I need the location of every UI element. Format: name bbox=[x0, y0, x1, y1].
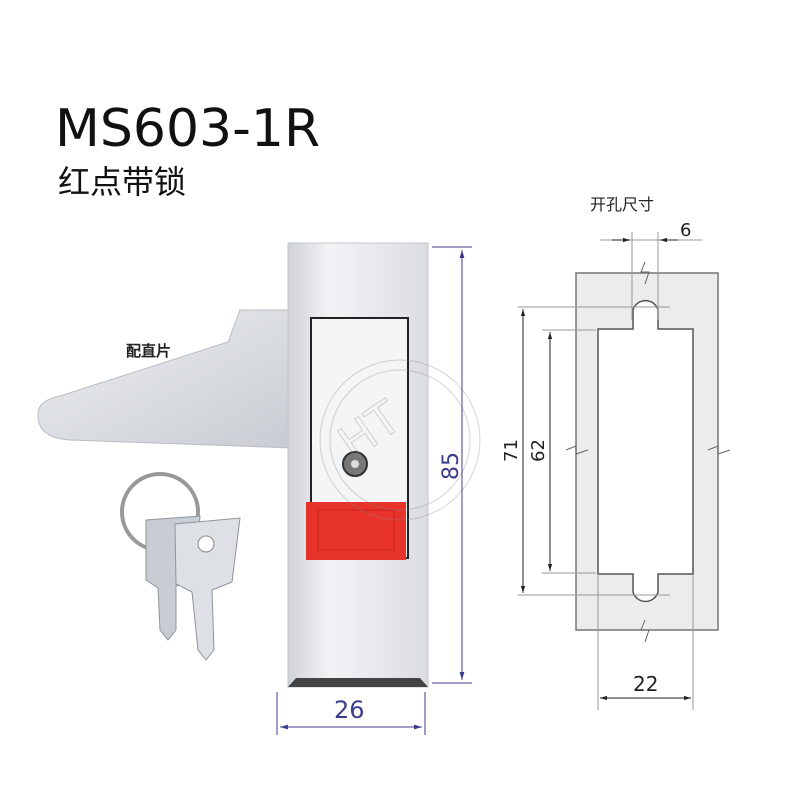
straight-plate bbox=[37, 309, 293, 449]
opening-width-22-label: 22 bbox=[633, 672, 658, 696]
keyhole-icon bbox=[342, 451, 368, 477]
plate-label: 配直片 bbox=[126, 342, 171, 360]
product-subtitle: 红点带锁 bbox=[58, 163, 186, 201]
keys bbox=[120, 472, 241, 661]
height-label: 85 bbox=[439, 452, 464, 480]
dimension-26 bbox=[276, 692, 426, 735]
product-title: MS603-1R bbox=[55, 99, 320, 159]
cutout-drawing bbox=[518, 232, 731, 710]
cutout-height-71-label: 71 bbox=[501, 439, 522, 462]
red-indicator-button bbox=[306, 502, 406, 560]
slot-width-label: 6 bbox=[680, 220, 691, 241]
cutout-label: 开孔尺寸 bbox=[590, 195, 654, 214]
dimension-85 bbox=[432, 246, 472, 684]
opening-height-62-label: 62 bbox=[528, 439, 549, 462]
lock-body bbox=[287, 242, 429, 688]
width-label: 26 bbox=[334, 696, 365, 724]
